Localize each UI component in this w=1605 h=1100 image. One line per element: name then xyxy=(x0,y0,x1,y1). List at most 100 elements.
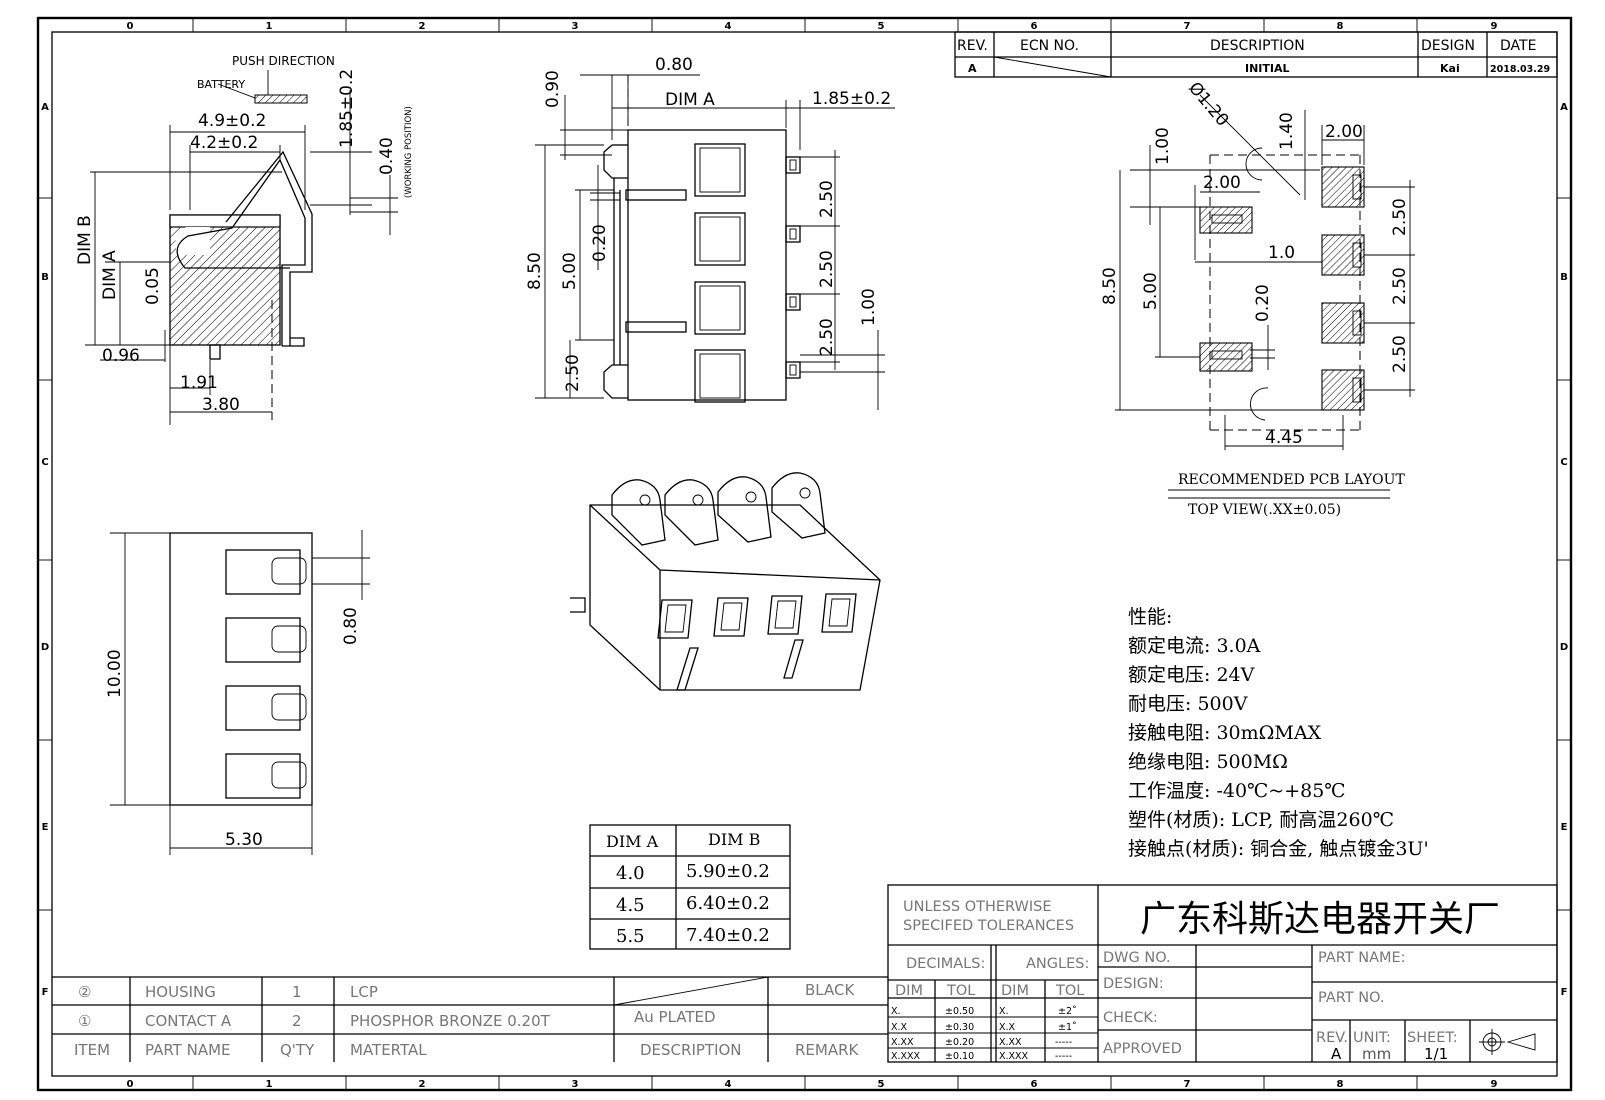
zone-top-8: 8 xyxy=(1337,21,1344,32)
spec-line-1: 额定电流: 3.0A xyxy=(1128,635,1261,657)
rev-value-tb: A xyxy=(1331,1045,1342,1063)
bom-header-qty: Q'TY xyxy=(280,1041,315,1059)
bom-r1-description: Au PLATED xyxy=(634,1008,716,1026)
dim-1-85: 1.85±0.2 xyxy=(337,69,357,148)
zone-top-4: 4 xyxy=(725,21,732,32)
approved-label: APPROVED xyxy=(1103,1041,1182,1057)
zone-top-9: 9 xyxy=(1491,21,1498,32)
bom-r0-part: HOUSING xyxy=(145,983,216,1001)
ecn-header: ECN NO. xyxy=(1020,38,1079,54)
pcb-pads-right xyxy=(1321,166,1365,411)
dim-0-96: 0.96 xyxy=(102,346,140,366)
dec-r1-tol: ±0.30 xyxy=(945,1022,974,1033)
zone-bottom-1: 1 xyxy=(266,1079,273,1090)
tol-col-angles: TOL xyxy=(1055,983,1084,999)
bom-header-item: ITEM xyxy=(74,1041,110,1059)
zone-top-3: 3 xyxy=(572,21,579,32)
zone-right-a: A xyxy=(1560,102,1568,113)
dim-phi-1-20: Ø1.20 xyxy=(1184,78,1232,130)
dec-r2-dim: X.XX xyxy=(891,1037,914,1048)
battery-label: BATTERY xyxy=(197,78,245,91)
iso-windows xyxy=(657,593,857,639)
ang-r1-tol: ±1˚ xyxy=(1058,1022,1077,1033)
iso-contacts xyxy=(611,472,826,546)
date-value: 2018.03.29 xyxy=(1490,64,1550,75)
zone-bottom-9: 9 xyxy=(1491,1079,1498,1090)
design-label: DESIGN: xyxy=(1103,976,1164,992)
zone-top-7: 7 xyxy=(1184,21,1191,32)
zone-left-f: F xyxy=(42,987,49,998)
dim-table-header-b: DIM B xyxy=(708,830,760,849)
dim-1-00-pcb: 1.00 xyxy=(1153,127,1173,165)
bom-header-description: DESCRIPTION xyxy=(640,1041,742,1059)
bom-r1-qty: 2 xyxy=(292,1012,302,1030)
zone-left-e: E xyxy=(42,822,49,833)
dim-0-20-top: 0.20 xyxy=(590,224,610,262)
check-label: CHECK: xyxy=(1103,1010,1158,1026)
ang-r0-dim: X. xyxy=(999,1006,1009,1017)
dec-r0-tol: ±0.50 xyxy=(945,1006,974,1017)
spec-line-3: 耐电压: 500V xyxy=(1128,693,1248,715)
zone-right-d: D xyxy=(1560,642,1568,653)
spec-line-2: 额定电压: 24V xyxy=(1128,664,1255,686)
dim-1-0: 1.0 xyxy=(1268,243,1295,263)
pcb-layout-subtitle: TOP VIEW(.XX±0.05) xyxy=(1188,502,1341,518)
bom-r1-part: CONTACT A xyxy=(145,1012,232,1030)
spec-line-7: 塑件(材质): LCP, 耐高温260℃ xyxy=(1128,809,1394,831)
dim-4-9: 4.9±0.2 xyxy=(198,111,266,131)
dim-b-label: DIM B xyxy=(75,215,95,265)
dim-col-angles: DIM xyxy=(1001,983,1029,999)
dim-1-91: 1.91 xyxy=(180,373,218,393)
zone-right-e: E xyxy=(1561,822,1568,833)
dim-2-50-pcb-a: 2.50 xyxy=(1390,198,1410,236)
dim-8-50-pcb: 8.50 xyxy=(1100,267,1120,305)
dim-a-top: DIM A xyxy=(665,90,715,110)
spec-line-5: 绝缘电阻: 500MΩ xyxy=(1128,751,1288,773)
dim-2-50-b: 2.50 xyxy=(817,250,837,288)
projection-symbol-icon xyxy=(1479,1029,1536,1055)
specifications: 性能: 额定电流: 3.0A 额定电压: 24V 耐电压: 500V 接触电阻:… xyxy=(1128,606,1429,860)
dim-0-90: 0.90 xyxy=(543,70,563,108)
zone-bottom-6: 6 xyxy=(1031,1079,1038,1090)
spec-line-6: 工作温度: -40℃~+85℃ xyxy=(1128,780,1346,802)
zone-right-f: F xyxy=(1561,987,1568,998)
dim-0-05: 0.05 xyxy=(143,267,163,305)
side-view: PUSH DIRECTION BATTERY xyxy=(75,54,414,425)
tolerance-title-1: UNLESS OTHERWISE xyxy=(903,899,1052,915)
sheet-label: SHEET: xyxy=(1407,1030,1458,1046)
pcb-layout: Ø1.20 1.40 2.00 1.00 2.00 1.0 8.50 5.00 … xyxy=(1100,78,1415,518)
ang-r0-tol: ±2˚ xyxy=(1058,1006,1077,1017)
description-value: INITIAL xyxy=(1245,62,1290,75)
tol-col-decimals: TOL xyxy=(946,983,975,999)
zone-bottom-3: 3 xyxy=(572,1079,579,1090)
angles-label: ANGLES: xyxy=(1026,956,1089,972)
top-view: 0.80 DIM A 1.85±0.2 0.90 8.50 5.00 0.20 … xyxy=(525,55,895,410)
dim-1-00-top: 1.00 xyxy=(859,288,879,326)
dim-table-r2-b: 7.40±0.2 xyxy=(686,925,770,946)
isometric-view xyxy=(570,472,881,691)
zone-right-c: C xyxy=(1560,457,1567,468)
date-header: DATE xyxy=(1500,38,1536,54)
push-direction-label: PUSH DIRECTION xyxy=(232,54,335,68)
dim-1-85-top: 1.85±0.2 xyxy=(812,89,891,109)
bom-r0-remark: BLACK xyxy=(805,981,855,999)
zone-left-b: B xyxy=(41,272,49,283)
description-header: DESCRIPTION xyxy=(1210,38,1305,54)
revision-block: REV. ECN NO. DESCRIPTION DESIGN DATE A I… xyxy=(954,31,1558,78)
ang-r3-tol: ----- xyxy=(1055,1051,1072,1062)
dim-5-00-top: 5.00 xyxy=(560,252,580,290)
dim-a-label: DIM A xyxy=(100,250,120,300)
title-block: UNLESS OTHERWISE SPECIFED TOLERANCES DEC… xyxy=(887,884,1558,1063)
bom-r1-material: PHOSPHOR BRONZE 0.20T xyxy=(350,1012,551,1030)
sheet-value: 1/1 xyxy=(1424,1045,1448,1063)
zone-right-b: B xyxy=(1560,272,1568,283)
tolerance-title-2: SPECIFED TOLERANCES xyxy=(903,918,1074,934)
contact-pads-top xyxy=(694,143,801,403)
rev-label-tb: REV. xyxy=(1316,1030,1348,1046)
ang-r3-dim: X.XXX xyxy=(999,1051,1029,1062)
bom-header-remark: REMARK xyxy=(795,1041,860,1059)
working-position-label: (WORKING POSITION) xyxy=(404,106,414,198)
ang-r2-dim: X.XX xyxy=(999,1037,1022,1048)
zone-top-1: 1 xyxy=(266,21,273,32)
dim-2-50-c: 2.50 xyxy=(817,318,837,356)
